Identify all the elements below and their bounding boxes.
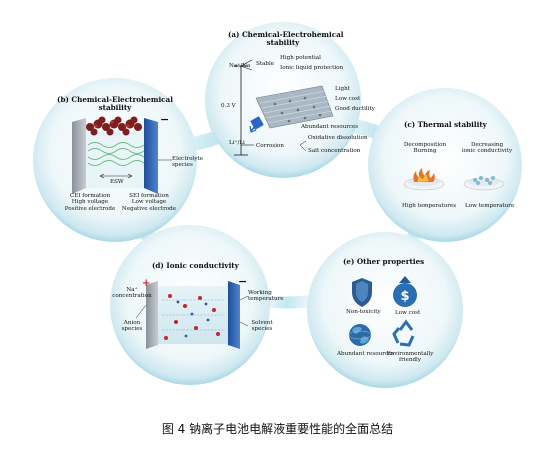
panel-b-left-col: CEI formation High voltage Positive elec… xyxy=(60,193,120,212)
panel-e-non-toxicity: Non-toxicity xyxy=(346,309,381,315)
panel-c-ionic: ionic conductivity xyxy=(461,148,513,155)
panel-d-na-conc: Na⁺ concentration xyxy=(110,287,154,300)
snowflake-icon xyxy=(473,176,495,185)
panel-c-graphic xyxy=(403,168,505,191)
panel-d-na-conc-line1: Na⁺ xyxy=(126,287,138,293)
panel-d-working: Working temperature xyxy=(248,290,284,303)
bubble-c xyxy=(368,88,522,242)
panel-a-title: (a) Chemical-Electrohemical stability xyxy=(228,30,344,47)
panel-a-abundant: Abundant resources xyxy=(301,124,359,130)
panel-d-solvent: Solvent species xyxy=(244,320,280,333)
panel-b-electrolyte-line2: species xyxy=(172,162,193,169)
panel-b-negative: Negative electrode xyxy=(121,205,177,212)
panel-c-decreasing: Decreasing xyxy=(470,142,504,148)
panel-a-title-line2: stability xyxy=(266,37,300,47)
panel-c-right-col: Decreasing ionic conductivity xyxy=(456,142,518,155)
panel-b-cei: CEI formation xyxy=(69,193,111,199)
panel-e-env: Environmentally friendly xyxy=(385,351,435,364)
panel-d-anion-line1: Anion xyxy=(123,320,141,326)
panel-a-low-cost: Low cost xyxy=(335,96,361,102)
panel-b-minus: − xyxy=(160,113,170,126)
panel-d-minus: − xyxy=(238,275,248,288)
panel-b-sei: SEI formation xyxy=(129,193,169,199)
panel-d-anion: Anion species xyxy=(114,320,150,333)
panel-a-good-ductility: Good ductility xyxy=(335,106,375,112)
flame-icon xyxy=(413,168,435,182)
bubble-e xyxy=(307,232,463,388)
globe-icon xyxy=(348,324,372,346)
panel-c-burning: Burning xyxy=(413,148,437,155)
panel-e-low-cost: Low cost xyxy=(395,310,421,316)
panel-c-left-col: Decomposition Burning xyxy=(398,142,452,155)
panel-a-ionic-liquid: Ionic liquid protection xyxy=(280,65,344,71)
panel-c-title: (c) Thermal stability xyxy=(404,120,487,129)
shield-icon xyxy=(352,278,372,307)
panel-a-na-label: Na⁺/Na xyxy=(229,63,251,69)
panel-b-title-line2: stability xyxy=(98,102,132,112)
panel-d-working-line1: Working xyxy=(248,290,272,296)
panel-d-anion-line2: species xyxy=(121,326,143,333)
panel-a-stable: Stable xyxy=(256,61,275,67)
panel-a-title-line1: (a) Chemical-Electrohemical xyxy=(228,30,344,39)
panel-b-low-voltage: Low voltage xyxy=(131,199,167,206)
panel-e-env-line1: Environmentally xyxy=(386,351,434,357)
panel-d-solvent-line2: species xyxy=(251,326,273,333)
panel-a-corrosion: Corrosion xyxy=(256,143,284,149)
panel-a-light: Light xyxy=(335,86,350,92)
panel-b-electrolyte-line1: Electrolyte xyxy=(172,156,204,162)
panel-b-electrolyte: Electrolyte species xyxy=(172,156,203,169)
recycle-icon xyxy=(392,319,415,347)
panel-d-solvent-line1: Solvent xyxy=(251,320,273,326)
panel-d-title: (d) Ionic conductivity xyxy=(152,261,239,270)
money-bag-icon: $ xyxy=(393,276,417,307)
panel-a-voltage: 0.3 V xyxy=(221,103,236,109)
panel-d-na-conc-line2: concentration xyxy=(112,293,152,300)
panel-a-oxidative: Oxidative dissolution xyxy=(308,135,368,141)
figure-caption: 图 4 钠离子电池电解液重要性能的全面总结 xyxy=(161,422,394,436)
panel-b-graphic xyxy=(72,116,172,194)
panel-d-plus: + xyxy=(142,278,151,289)
panel-d-working-line2: temperature xyxy=(248,296,284,303)
panel-a-high-potential: High potential xyxy=(280,55,321,61)
panel-b-esw: ESW xyxy=(110,179,124,185)
panel-e-title: (e) Other properties xyxy=(343,257,425,266)
panel-c-decomposition: Decomposition xyxy=(403,142,447,148)
panel-b-positive: Positive electrode xyxy=(64,205,116,212)
svg-text:$: $ xyxy=(400,289,409,304)
panel-b-title: (b) Chemical-Electrohemical stability xyxy=(55,96,175,112)
panel-e-abundant: Abundant resources xyxy=(337,351,395,357)
panel-e-env-line2: friendly xyxy=(399,357,421,364)
panel-d-graphic xyxy=(135,281,249,349)
panel-c-high-temp: High temperatures xyxy=(402,203,457,209)
panel-b-high-voltage: High voltage xyxy=(71,199,109,206)
panel-a-li-label: Li⁺/Li xyxy=(229,140,245,146)
panel-c-low-temp: Low temperature xyxy=(465,203,515,209)
panel-b-title-line1: (b) Chemical-Electrohemical xyxy=(57,95,173,104)
panel-a-graphic xyxy=(234,59,334,156)
panel-a-salt: Salt concentration xyxy=(308,148,361,154)
panel-b-right-col: SEI formation Low voltage Negative elect… xyxy=(118,193,180,212)
